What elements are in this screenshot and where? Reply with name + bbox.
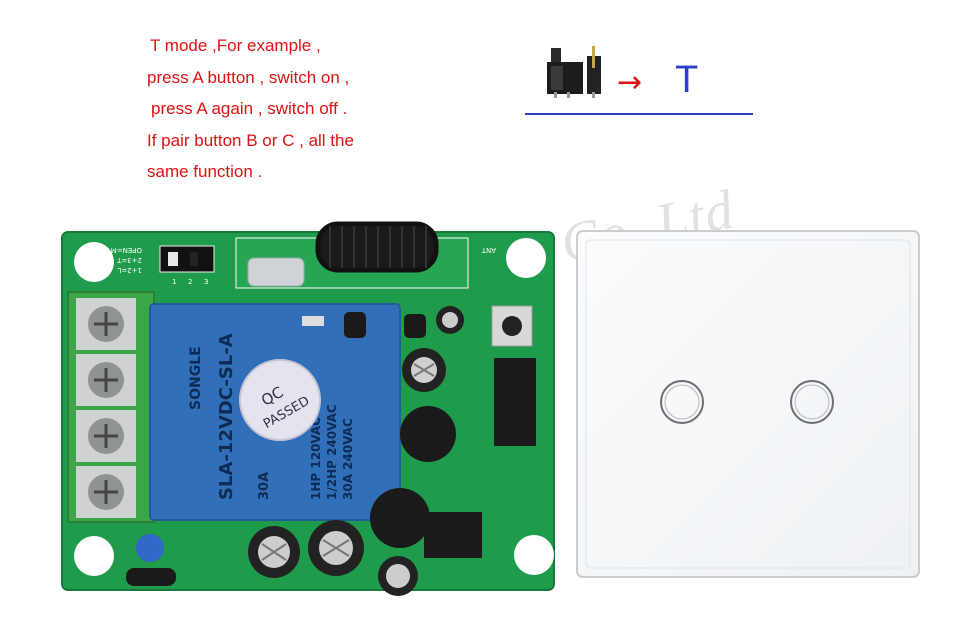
pin-number: 1 [172,278,176,286]
ic-chip [494,358,536,446]
relay-rating: 1HP 120VAC [309,417,323,500]
touch-panel [576,230,920,578]
ant-label: ANT [481,246,496,254]
divider [525,113,753,115]
relay-brand: SONGLE [188,346,204,410]
relay-rating-30a: 30A [257,472,272,500]
ic-chip [424,512,482,558]
description-line: press A button , switch on , [147,67,350,87]
relay-rating: 1/2HP 240VAC [325,404,339,500]
description-line: press A again , switch off . [151,99,348,118]
jumper-label: 2+3=T [116,256,142,264]
relay-model: SLA-12VDC-SL-A [216,333,237,500]
description-text: T mode ,For example , press A button , s… [138,30,418,188]
mounting-hole [506,238,546,278]
touch-button-1 [660,380,704,424]
mode-indicator: → T [525,40,755,120]
description-line: If pair button B or C , all the [147,130,354,150]
pin-number: 3 [204,278,208,286]
terminal-screws [76,298,136,518]
crystal [247,257,305,287]
qc-sticker [239,359,321,441]
mounting-hole [74,536,114,576]
description-line: same function . [147,162,263,181]
jumper-label: OPEN=M [111,246,142,254]
mode-letter: T [675,59,699,101]
touch-button-2 [790,380,834,424]
mounting-hole [514,535,554,575]
jumper-label: 1+2=L [117,266,142,274]
arrow-right-icon: → [617,65,643,100]
relay-rating: 30A 240VAC [341,418,355,500]
jumper-icon [547,46,601,98]
pin-number: 2 [188,278,192,286]
description-line: T mode ,For example , [150,36,321,55]
capacitors [136,306,464,596]
mounting-hole [74,242,114,282]
